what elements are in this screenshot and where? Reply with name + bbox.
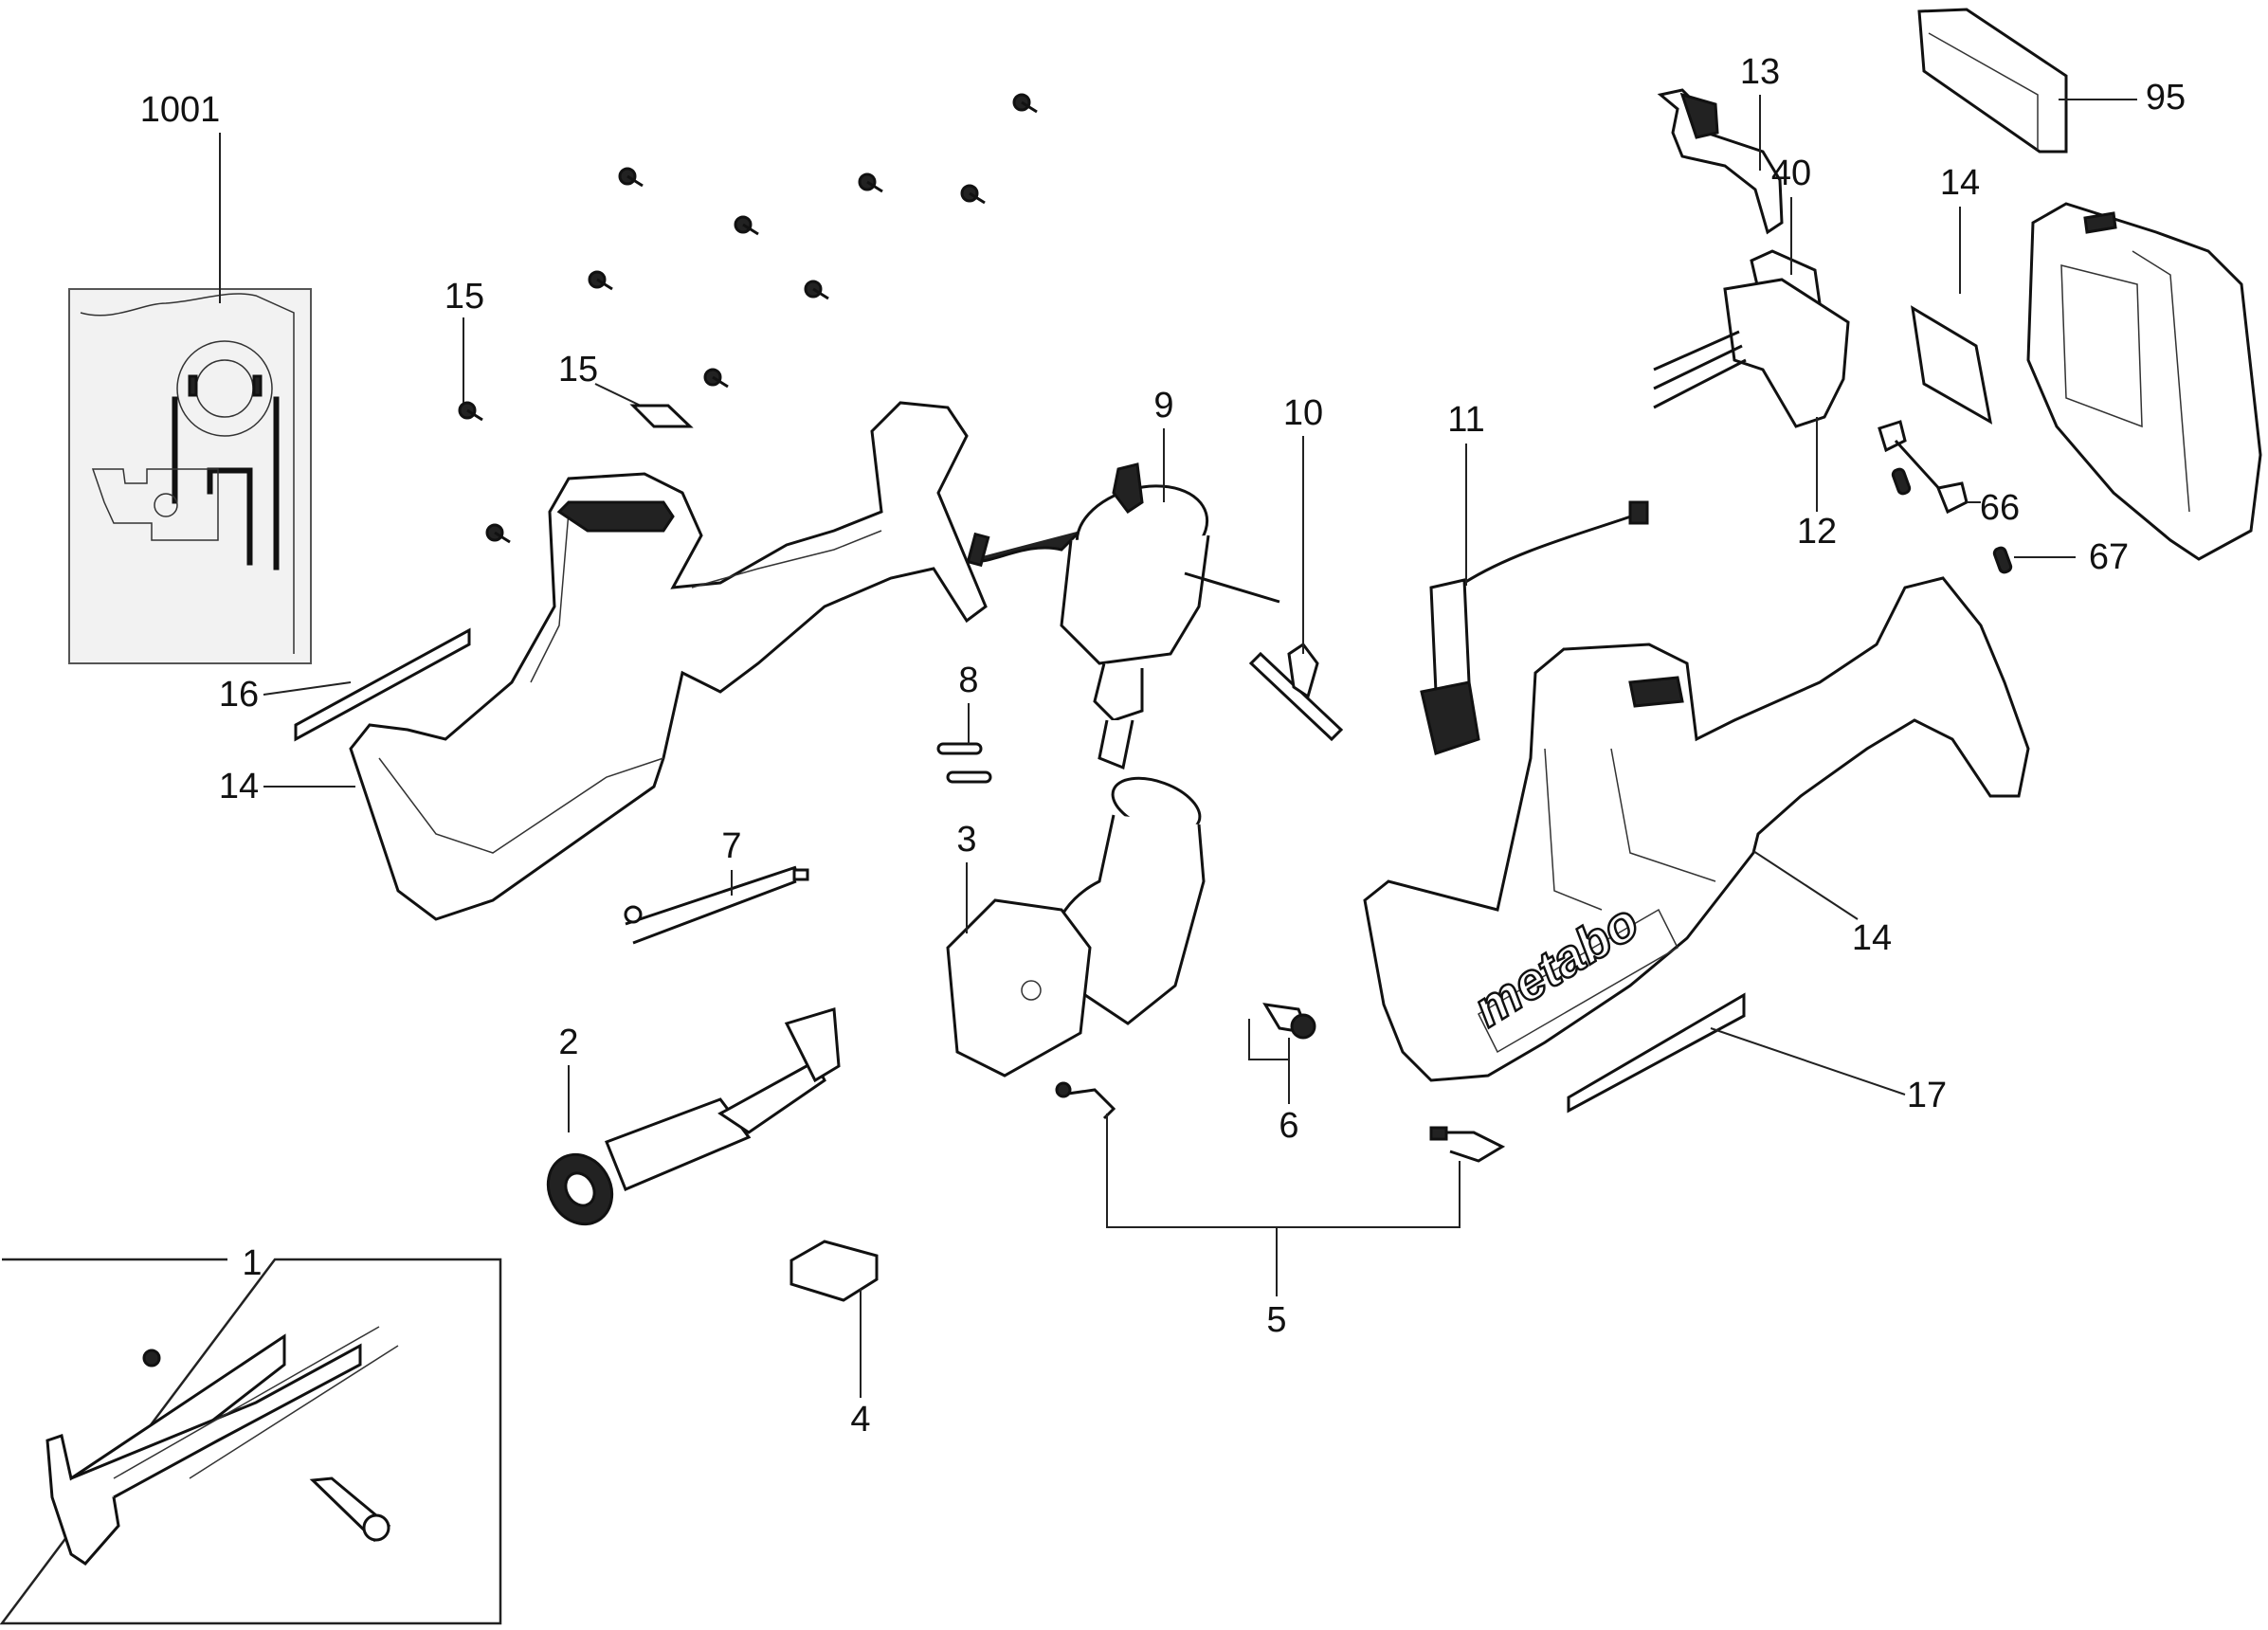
callout-5: 5	[1266, 1300, 1286, 1340]
part-66-latch	[1878, 420, 1969, 515]
part-6-bolt	[1262, 1003, 1316, 1040]
part-9-motor	[966, 462, 1280, 770]
callout-16: 15	[445, 277, 484, 317]
callout-18-left: 16	[219, 675, 259, 715]
callout-4: 4	[850, 1400, 870, 1440]
part-12-electronics	[1653, 278, 1850, 428]
callout-9: 9	[1153, 386, 1173, 426]
callout-1: 1	[242, 1243, 262, 1283]
part-18-right-strip	[1567, 992, 1746, 1114]
callout-15-left: 14	[219, 767, 259, 806]
callout-67: 67	[2089, 537, 2129, 577]
part-8-pins	[936, 742, 992, 784]
callout-8: 8	[958, 661, 978, 700]
callout-18-right: 17	[1907, 1076, 1947, 1115]
part-2-plunger	[546, 1007, 841, 1226]
callout-11: 11	[1447, 400, 1484, 440]
battery-holder	[2026, 202, 2262, 561]
part-95-cover	[1917, 8, 2068, 154]
callout-15-right: 14	[1852, 918, 1892, 958]
part-5-springs	[1055, 1081, 1506, 1163]
inset-1001-wiring-diagram	[68, 288, 312, 664]
callout-12: 12	[1797, 512, 1837, 552]
part-18-left-strip	[294, 627, 471, 742]
part-7-wire	[624, 865, 809, 945]
part-14-plate	[1911, 305, 1993, 425]
part-11-switch	[1420, 500, 1649, 755]
callout-6: 6	[1279, 1106, 1298, 1146]
callout-7: 7	[721, 826, 741, 866]
housing-right-half	[1363, 576, 2030, 1082]
housing-left-half	[349, 401, 988, 921]
callout-14-label: 14	[1940, 163, 1980, 203]
part-67-spring-a	[1891, 467, 1912, 496]
screws	[458, 93, 1038, 544]
callout-17: 15	[558, 350, 598, 389]
callout-66: 66	[1980, 488, 2020, 528]
callout-13: 13	[1740, 52, 1780, 92]
callout-95: 95	[2146, 78, 2186, 118]
part-3-gear-housing	[946, 776, 1206, 1078]
part-10-bracket	[1248, 642, 1344, 742]
callout-2: 2	[558, 1023, 578, 1062]
part-13-lever	[1657, 88, 1784, 235]
callout-3: 3	[956, 820, 976, 860]
callout-1001: 1001	[140, 90, 221, 130]
inset-1-blade-guide-kit	[0, 1258, 502, 1625]
part-17-label-plate	[629, 404, 694, 428]
part-67-spring-b	[1992, 546, 2013, 574]
callout-10: 10	[1283, 393, 1323, 433]
callout-40: 40	[1771, 154, 1811, 193]
part-4-block	[789, 1240, 879, 1302]
